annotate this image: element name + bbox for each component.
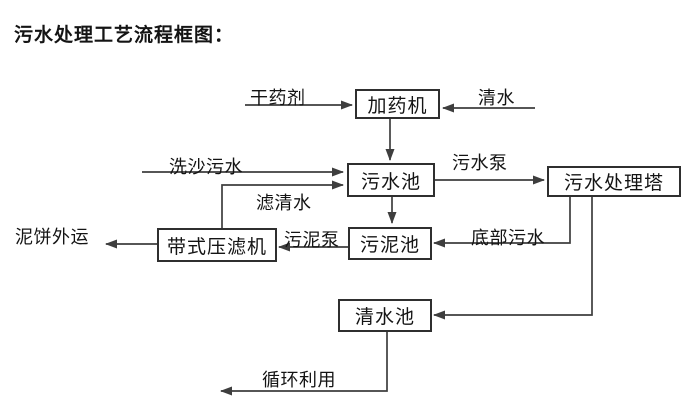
label-bottom-sewage: 底部污水 — [471, 228, 545, 248]
label-clean-water: 清水 — [478, 88, 515, 108]
page-title: 污水处理工艺流程框图： — [14, 25, 235, 46]
label-sludge-pump: 污泥泵 — [284, 230, 340, 250]
edge-bottom-sewage-to-sludge-pool — [433, 197, 571, 248]
node-sludge-pool: 污泥池 — [348, 227, 432, 260]
node-belt-filter-press: 带式压滤机 — [157, 228, 277, 262]
label-sewage-pump: 污水泵 — [452, 153, 508, 173]
edge-clean-water-pool-to-recycle — [220, 332, 388, 396]
label-dry-agent: 干药剂 — [250, 88, 306, 108]
node-clean-water-pool: 清水池 — [338, 299, 432, 332]
label-mud-cake-out: 泥饼外运 — [15, 227, 89, 247]
node-treatment-tower: 污水处理塔 — [547, 166, 681, 197]
label-sand-washing-sewage: 洗沙污水 — [169, 157, 243, 177]
node-sewage-pool: 污水池 — [347, 163, 435, 197]
label-filtered-water: 滤清水 — [256, 193, 312, 213]
node-dosing-machine: 加药机 — [355, 89, 440, 119]
label-recycle-use: 循环利用 — [262, 370, 336, 390]
edge-treatment-tower-to-clean-water-pool — [433, 197, 593, 320]
edge-filtered-water-to-sewage-pool — [221, 180, 344, 228]
